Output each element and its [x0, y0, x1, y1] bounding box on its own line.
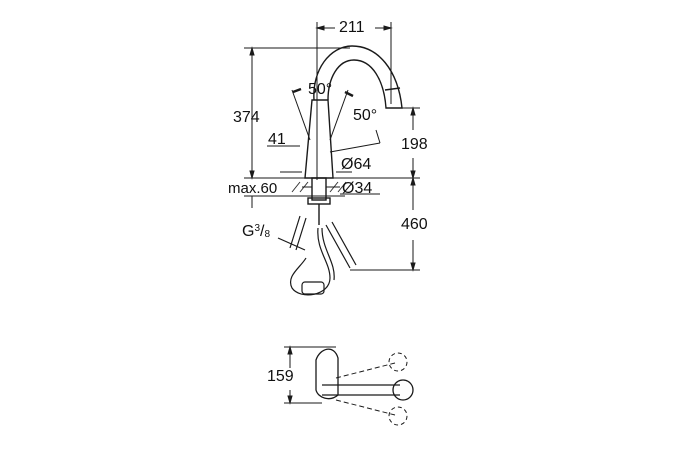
dim-total-height	[244, 46, 350, 180]
dim-label-hose-length: 460	[401, 216, 428, 233]
dim-label-total-height: 374	[233, 109, 260, 126]
thread-numerator: 3	[254, 223, 261, 234]
dim-label-base-diameter: Ø64	[341, 156, 372, 173]
dim-label-spray-angle: 50°	[353, 107, 378, 124]
faucet-body	[304, 45, 403, 225]
dim-label-spout-height: 198	[401, 136, 428, 153]
supply-hoses	[277, 215, 357, 296]
thread-prefix: G	[242, 223, 255, 240]
dim-label-handle-offset: 41	[268, 131, 286, 148]
dim-spout-and-hose	[251, 106, 420, 272]
dim-label-handle-angle: 50°	[308, 81, 333, 98]
dim-label-spout-reach: 211	[339, 19, 365, 36]
thread-denominator: 8	[264, 229, 271, 240]
handle-angle-lines	[267, 87, 381, 195]
dim-label-max-thickness: max.60	[228, 180, 278, 197]
dim-label-connection-thread: G3/8	[242, 223, 271, 240]
dim-label-hole-diameter: Ø34	[342, 180, 373, 197]
plan-view	[284, 345, 414, 426]
dim-label-plan-height: 159	[267, 368, 294, 385]
